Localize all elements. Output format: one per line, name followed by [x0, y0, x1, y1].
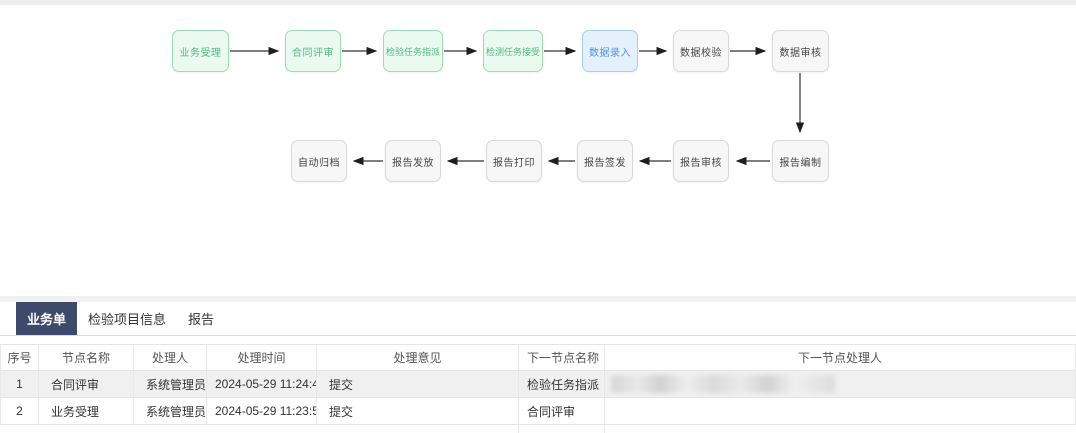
cell-handle-time: 2024-05-29 11:23:58 — [207, 398, 317, 424]
header-next-node-name: 下一节点名称 — [519, 345, 605, 370]
flow-node-data-entry[interactable]: 数据录入 — [582, 30, 638, 72]
tab-inspection-item-info[interactable]: 检验项目信息 — [88, 312, 167, 327]
header-node-name: 节点名称 — [39, 345, 134, 370]
flow-node-report-release[interactable]: 报告发放 — [385, 140, 441, 182]
cell-node-name: 合同评审 — [39, 371, 134, 397]
flow-node-business-acceptance[interactable]: 业务受理 — [172, 30, 229, 72]
panel-divider — [0, 296, 1076, 302]
tab-business-order[interactable]: 业务单 — [16, 302, 78, 335]
header-seq: 序号 — [1, 345, 39, 370]
column-line-stub — [604, 425, 605, 433]
flow-node-auto-archive[interactable]: 自动归档 — [291, 140, 347, 182]
process-history-table: 序号 节点名称 处理人 处理时间 处理意见 下一节点名称 下一节点处理人 1 合… — [0, 344, 1076, 425]
flow-node-test-task-accept[interactable]: 检测任务接受 — [483, 30, 543, 72]
flow-node-report-print[interactable]: 报告打印 — [486, 140, 542, 182]
cell-handle-opinion: 提交 — [317, 398, 519, 424]
table-header-row: 序号 节点名称 处理人 处理时间 处理意见 下一节点名称 下一节点处理人 — [1, 345, 1075, 371]
column-line-stub — [518, 425, 519, 433]
cell-handler: 系统管理员 — [134, 398, 207, 424]
header-next-node-handler: 下一节点处理人 — [797, 351, 882, 365]
cell-seq: 2 — [1, 398, 39, 424]
cell-handler: 系统管理员 — [134, 371, 207, 397]
blurred-text — [611, 375, 835, 393]
top-divider — [0, 0, 1076, 5]
flow-node-report-issue[interactable]: 报告签发 — [577, 140, 633, 182]
cell-seq: 1 — [1, 371, 39, 397]
cell-handle-opinion: 提交 — [317, 371, 519, 397]
cell-node-name: 业务受理 — [39, 398, 134, 424]
flow-node-inspection-task-assign[interactable]: 检验任务指派 — [383, 30, 443, 72]
header-handler: 处理人 — [134, 345, 207, 370]
header-handle-time: 处理时间 — [207, 345, 317, 370]
table-row[interactable]: 1 合同评审 系统管理员 2024-05-29 11:24:40 提交 检验任务… — [1, 371, 1075, 398]
flow-node-report-compile[interactable]: 报告编制 — [772, 140, 829, 182]
detail-tabs: 业务单 检验项目信息 报告 — [0, 302, 1076, 336]
tab-report[interactable]: 报告 — [188, 312, 215, 327]
cell-handle-time: 2024-05-29 11:24:40 — [207, 371, 317, 397]
cell-next-node-name: 合同评审 — [519, 398, 605, 424]
cell-next-node-name: 检验任务指派 — [519, 371, 605, 397]
flow-arrow-connectors — [230, 46, 805, 166]
cell-next-node-handler — [605, 398, 1075, 424]
flow-node-contract-review[interactable]: 合同评审 — [285, 30, 341, 72]
workflow-diagram: 业务受理 合同评审 检验任务指派 检测任务接受 数据录入 数据校验 数据审核 报… — [172, 30, 829, 182]
header-handle-opinion: 处理意见 — [317, 345, 519, 370]
cell-next-node-handler — [605, 371, 1075, 397]
table-row[interactable]: 2 业务受理 系统管理员 2024-05-29 11:23:58 提交 合同评审 — [1, 398, 1075, 425]
flow-node-data-check[interactable]: 数据校验 — [673, 30, 729, 72]
flow-node-data-audit[interactable]: 数据审核 — [772, 30, 829, 72]
flow-node-report-review[interactable]: 报告审核 — [673, 140, 729, 182]
